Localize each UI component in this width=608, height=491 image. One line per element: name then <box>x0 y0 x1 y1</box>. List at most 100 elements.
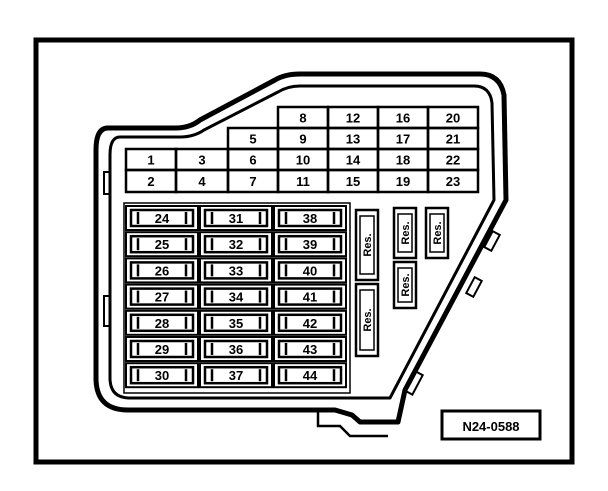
housing-tab-right-1 <box>482 229 502 253</box>
large-fuse-slot <box>125 205 199 231</box>
large-fuse-slot <box>199 231 273 258</box>
reserve-slot-label: Res. <box>362 308 374 331</box>
small-fuse-label: 23 <box>446 174 460 189</box>
large-fuse-slot <box>199 257 273 284</box>
large-fuse-label: 34 <box>229 290 244 305</box>
large-fuse-label: 33 <box>229 263 243 278</box>
large-fuse-body <box>277 339 343 359</box>
large-fuse-label: 40 <box>303 263 317 278</box>
fuse-box-housing <box>93 71 509 425</box>
large-fuse-label: 44 <box>303 368 318 383</box>
small-fuse-label: 20 <box>446 111 460 126</box>
small-fuse-label: 3 <box>198 153 205 168</box>
large-fuse-label: 29 <box>155 342 169 357</box>
small-fuse-label: 6 <box>249 153 256 168</box>
small-fuse-label: 22 <box>446 153 460 168</box>
large-fuse-slot <box>273 257 347 284</box>
reserve-slot-label: Res. <box>400 273 412 296</box>
reserve-slot <box>392 206 418 260</box>
large-fuse-body <box>277 234 343 254</box>
large-fuse-body <box>203 365 269 385</box>
large-fuse-body <box>203 339 269 359</box>
small-fuse-label: 11 <box>296 174 310 189</box>
small-fuse-label: 15 <box>346 174 360 189</box>
large-fuse-grid: 2425262728293031323334353637383940414243… <box>123 202 351 394</box>
large-fuse-label: 25 <box>155 237 169 252</box>
small-fuse-label: 9 <box>299 132 306 147</box>
small-fuse-label: 5 <box>249 132 256 147</box>
small-fuse-label: 13 <box>346 132 360 147</box>
reserve-slot-inner <box>359 289 375 351</box>
reserve-slot-inner <box>397 213 413 253</box>
large-fuse-slot <box>125 257 199 284</box>
housing-tab-right-3 <box>403 370 425 396</box>
reserve-slot-inner <box>397 267 413 303</box>
reserve-slot-label: Res. <box>432 221 444 244</box>
large-fuse-slot <box>273 362 347 389</box>
large-fuse-slot <box>273 309 347 336</box>
large-fuse-label: 28 <box>155 316 169 331</box>
large-fuse-label: 39 <box>303 237 317 252</box>
large-fuse-slot <box>125 231 199 258</box>
large-fuse-body <box>129 234 195 254</box>
housing-tab-left-upper <box>103 171 111 195</box>
small-fuse-label: 14 <box>346 153 361 168</box>
reserve-slot-inner <box>359 215 375 275</box>
large-fuse-body <box>203 208 269 228</box>
large-fuse-body <box>277 313 343 333</box>
large-fuse-label: 42 <box>303 316 317 331</box>
small-fuse-label: 18 <box>396 153 410 168</box>
large-fuse-label: 41 <box>303 290 317 305</box>
large-fuse-label: 43 <box>303 342 317 357</box>
fuse-box-inner-outline <box>108 84 496 400</box>
reserve-slots: Res.Res.Res.Res.Res. <box>354 206 450 358</box>
large-fuse-slot <box>199 283 273 310</box>
large-fuse-body <box>129 261 195 280</box>
large-fuse-body <box>129 287 195 306</box>
housing-bottom-latch <box>316 410 388 438</box>
reserve-slot-inner <box>429 213 445 253</box>
large-fuse-body <box>203 287 269 306</box>
small-fuse-label: 21 <box>446 132 460 147</box>
large-fuse-slot <box>199 309 273 336</box>
outer-frame <box>33 37 575 465</box>
large-fuse-label: 30 <box>155 368 169 383</box>
reserve-slot <box>354 282 380 358</box>
reference-code: N24-0588 <box>462 419 519 434</box>
large-fuse-slot <box>125 309 199 336</box>
large-fuse-label: 36 <box>229 342 243 357</box>
small-fuse-label: 12 <box>346 111 360 126</box>
large-fuse-slot <box>199 362 273 389</box>
large-fuse-slot <box>199 336 273 362</box>
large-fuse-label: 26 <box>155 263 169 278</box>
large-fuse-body <box>203 234 269 254</box>
small-fuse-label: 2 <box>147 174 154 189</box>
reserve-slot-label: Res. <box>362 233 374 256</box>
small-fuse-label: 4 <box>198 174 206 189</box>
housing-tab-left-lower <box>103 295 111 327</box>
small-fuse-cell <box>426 168 480 194</box>
large-fuse-slot <box>125 283 199 310</box>
large-fuse-body <box>129 313 195 333</box>
small-fuse-label: 16 <box>396 111 410 126</box>
large-fuse-slot <box>199 205 273 231</box>
large-fuse-block <box>123 202 351 394</box>
small-fuse-label: 7 <box>249 174 256 189</box>
large-fuse-label: 37 <box>229 368 243 383</box>
small-fuse-label: 10 <box>296 153 310 168</box>
small-fuse-label: 1 <box>147 153 154 168</box>
small-fuse-label: 8 <box>299 111 306 126</box>
large-fuse-slot <box>125 362 199 389</box>
housing-tab-right-2 <box>464 275 484 299</box>
large-fuse-slot <box>273 283 347 310</box>
reserve-slot <box>392 260 418 310</box>
large-fuse-body <box>277 287 343 306</box>
large-fuse-body <box>277 261 343 280</box>
large-fuse-label: 32 <box>229 237 243 252</box>
large-fuse-body <box>203 261 269 280</box>
large-fuse-body <box>129 208 195 228</box>
large-fuse-label: 38 <box>303 211 317 226</box>
